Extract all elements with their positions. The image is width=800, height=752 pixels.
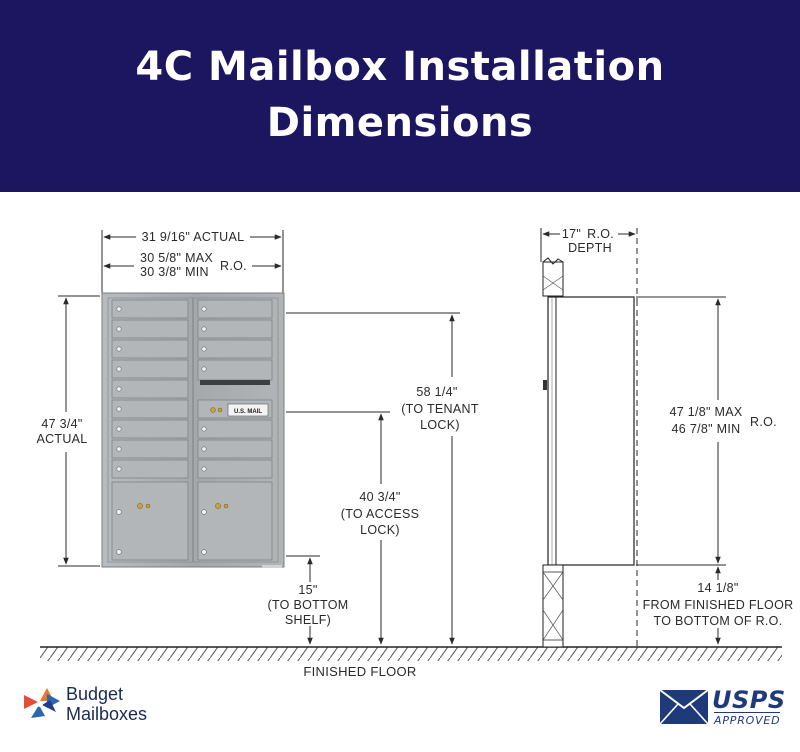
depth-dimension bbox=[540, 228, 638, 646]
floor-offset-value: 14 1/8" bbox=[697, 581, 738, 595]
side-ro-abbrev-label: R.O. bbox=[750, 415, 777, 429]
us-mail-label: U.S. MAIL bbox=[234, 409, 262, 415]
budget-mailboxes-flower-icon bbox=[24, 688, 60, 718]
actual-width-label: 31 9/16" ACTUAL bbox=[142, 230, 245, 244]
ro-min-label: 30 3/8" MIN bbox=[140, 265, 209, 279]
tenant-lock-value: 58 1/4" bbox=[416, 385, 457, 399]
bottom-shelf-label-3: SHELF) bbox=[285, 613, 331, 627]
access-lock-label-3: LOCK) bbox=[360, 523, 400, 537]
floor-offset-label-3: TO BOTTOM OF R.O. bbox=[654, 614, 783, 628]
side-ro-height-dimension bbox=[636, 296, 726, 566]
access-lock-dimension bbox=[286, 411, 390, 645]
usps-eagle-icon bbox=[659, 689, 709, 725]
finished-floor bbox=[40, 646, 782, 661]
ro-max-label: 30 5/8" MAX bbox=[140, 251, 213, 265]
bottom-shelf-label-2: (TO BOTTOM bbox=[267, 598, 348, 612]
budget-mailboxes-logo: Budget Mailboxes bbox=[66, 684, 147, 724]
header-banner: 4C Mailbox Installation Dimensions bbox=[0, 0, 800, 192]
width-dimension bbox=[101, 230, 284, 300]
tenant-lock-label-3: LOCK) bbox=[420, 418, 460, 432]
page-title-line-2: Dimensions bbox=[266, 100, 534, 146]
access-lock-label-2: (TO ACCESS bbox=[341, 507, 419, 521]
access-lock-value: 40 3/4" bbox=[359, 490, 400, 504]
side-ro-max-label: 47 1/8" MAX bbox=[669, 405, 742, 419]
usps-approved-label: APPROVED bbox=[714, 712, 781, 727]
page-title-line-1: 4C Mailbox Installation bbox=[135, 44, 665, 90]
floor-offset-label-2: FROM FINISHED FLOOR bbox=[643, 598, 794, 612]
usps-word: USPS bbox=[712, 686, 786, 714]
finished-floor-label: FINISHED FLOOR bbox=[303, 664, 416, 679]
bottom-shelf-dimension bbox=[286, 555, 320, 645]
tenant-lock-label-2: (TO TENANT bbox=[401, 402, 479, 416]
height-value-label: 47 3/4" bbox=[41, 417, 82, 431]
outgoing-mail-slot bbox=[200, 380, 270, 385]
side-view-wall bbox=[542, 257, 635, 648]
depth-value-label: 17"R.O. bbox=[562, 227, 614, 241]
brand-line-1: Budget bbox=[66, 684, 124, 704]
brand-line-2: Mailboxes bbox=[66, 704, 148, 724]
bottom-shelf-value: 15" bbox=[298, 583, 317, 597]
height-actual-label: ACTUAL bbox=[36, 432, 87, 446]
usps-approved-badge: USPS APPROVED bbox=[656, 686, 786, 728]
ro-abbrev-label: R.O. bbox=[220, 259, 247, 273]
side-ro-min-label: 46 7/8" MIN bbox=[672, 422, 741, 436]
height-dimension bbox=[58, 295, 100, 567]
mailbox-unit: U.S. MAIL bbox=[101, 292, 285, 568]
us-mail-plate bbox=[227, 403, 269, 417]
depth-label: DEPTH bbox=[568, 241, 612, 255]
tenant-lock-dimension bbox=[286, 312, 460, 645]
